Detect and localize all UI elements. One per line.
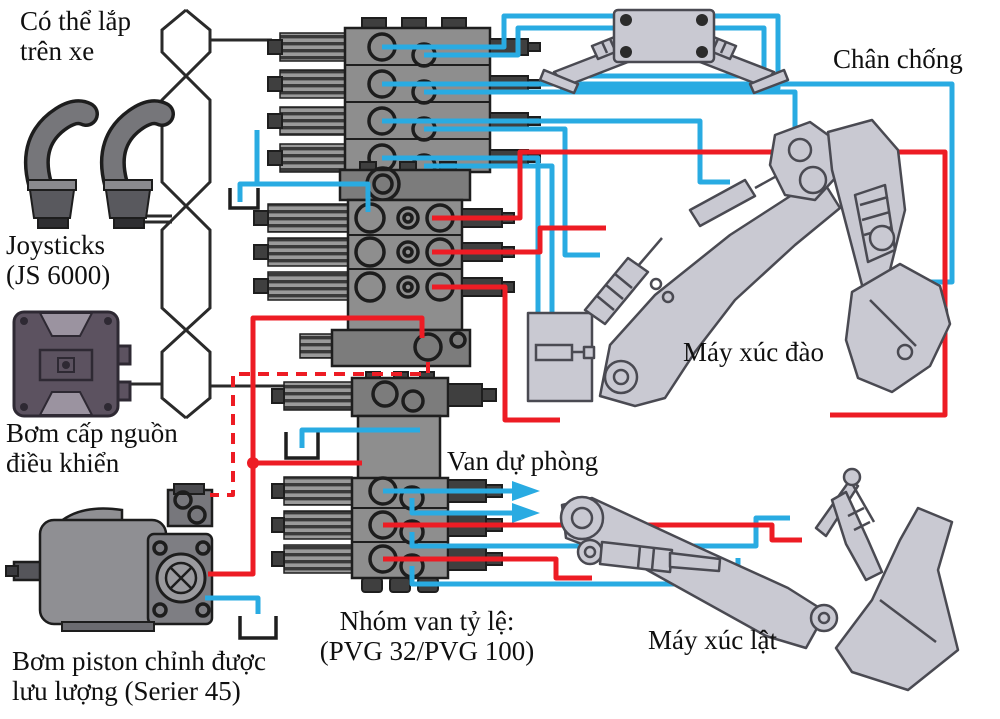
- pilot-supply-pump: [12, 310, 132, 418]
- pipe-blue-bucket-cylinder: [382, 81, 955, 285]
- joysticks-label: Joysticks (JS 6000): [6, 230, 111, 291]
- pipe-blue-loader-tilt: [409, 515, 790, 549]
- joystick-right: [99, 99, 175, 229]
- spare-valve-label: Van dự phòng: [447, 446, 599, 476]
- pipe-blue-boom-cylinder: [424, 126, 600, 258]
- pipe-junction-dot: [247, 457, 259, 469]
- pipe-blue-spare-2: [409, 498, 512, 516]
- pipe-blue-tank2: [299, 427, 420, 448]
- piston-pump-label: Bơm piston chỉnh được lưu lượng (Serier …: [12, 646, 266, 707]
- joystick-left: [23, 99, 99, 229]
- pipe-red-pilot-dashed: [210, 362, 430, 497]
- outrigger-label: Chân chống: [833, 44, 963, 74]
- excavator-machine: [526, 118, 952, 408]
- pipe-blue-swing-1: [382, 155, 541, 345]
- pipe-blue-swing-2: [424, 163, 555, 336]
- tank-symbol-2: [284, 432, 320, 460]
- valve-block-middle: [253, 161, 515, 368]
- pipe-red-pump-supply: [208, 315, 425, 577]
- pipe-red-swing: [432, 284, 560, 423]
- pipe-blue-tank1: [237, 181, 371, 212]
- valve-block-top: [267, 17, 541, 179]
- mountable-note-label: Có thể lắp trên xe: [20, 6, 131, 67]
- piston-pump: [5, 483, 214, 632]
- excavator-label: Máy xúc đào: [683, 337, 824, 367]
- spare-valve-arrow-1: [512, 481, 540, 501]
- pipe-red-boom: [432, 225, 606, 255]
- tank-symbol-1: [228, 188, 260, 210]
- cable-harness: [120, 8, 290, 420]
- spare-valve-arrow-2: [512, 503, 540, 523]
- pilot-pump-label: Bơm cấp nguồn điều khiển: [6, 418, 178, 479]
- loader-label: Máy xúc lật: [648, 625, 777, 655]
- pipe-red-loader-lift: [383, 556, 592, 581]
- tank-symbol-3: [238, 616, 278, 640]
- valve-block-bottom: [271, 371, 503, 593]
- pipe-blue-pump-tank3: [205, 595, 261, 614]
- pipe-red-excavator-long: [432, 149, 948, 418]
- outrigger-machine: [538, 8, 790, 95]
- valve-group-label: Nhóm van tỷ lệ: (PVG 32/PVG 100): [319, 606, 535, 667]
- loader-machine: [559, 467, 960, 692]
